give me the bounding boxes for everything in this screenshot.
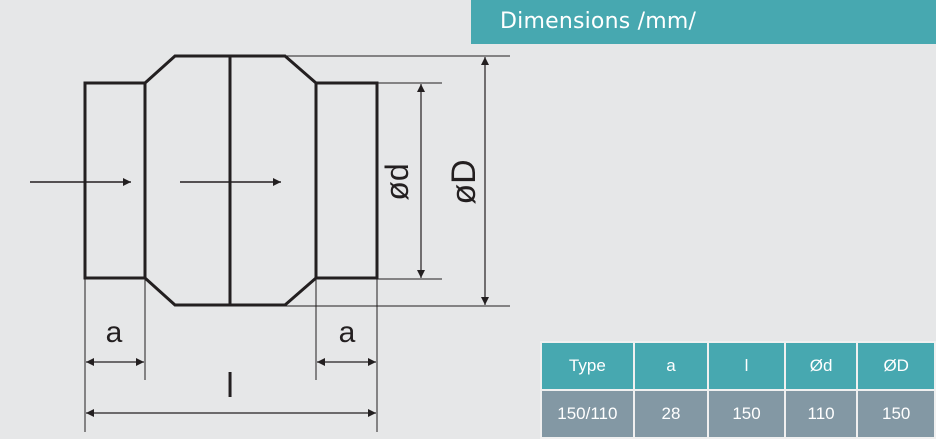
dimensions-header: Dimensions /mm/ <box>471 0 936 44</box>
left-socket <box>83 81 147 280</box>
cell-d-small: 110 <box>783 389 859 439</box>
label-l: l <box>226 367 234 405</box>
label-d-small: ød <box>379 163 415 200</box>
dimension-labels: a a l ød øD <box>106 159 483 405</box>
label-a-right: a <box>339 316 356 349</box>
label-d-big: øD <box>445 159 483 204</box>
extension-lines <box>84 55 510 432</box>
dimension-arrows <box>86 57 489 417</box>
col-header-type: Type <box>540 341 635 391</box>
cell-d-big: 150 <box>856 389 936 439</box>
fitting-outline <box>83 54 379 307</box>
cell-l: 150 <box>707 389 786 439</box>
table-header-row: Type a l Ød ØD <box>540 341 936 391</box>
col-header-d-small: Ød <box>783 341 859 391</box>
dimensions-title: Dimensions /mm/ <box>500 9 697 34</box>
label-a-left: a <box>106 316 123 349</box>
cell-a: 28 <box>632 389 710 439</box>
right-socket <box>314 81 379 280</box>
dimensions-table: Type a l Ød ØD 150/110 28 150 110 150 <box>540 341 936 439</box>
cell-type: 150/110 <box>540 389 635 439</box>
col-header-a: a <box>632 341 710 391</box>
col-header-d-big: ØD <box>856 341 936 391</box>
table-row: 150/110 28 150 110 150 <box>540 389 936 439</box>
col-header-l: l <box>707 341 786 391</box>
